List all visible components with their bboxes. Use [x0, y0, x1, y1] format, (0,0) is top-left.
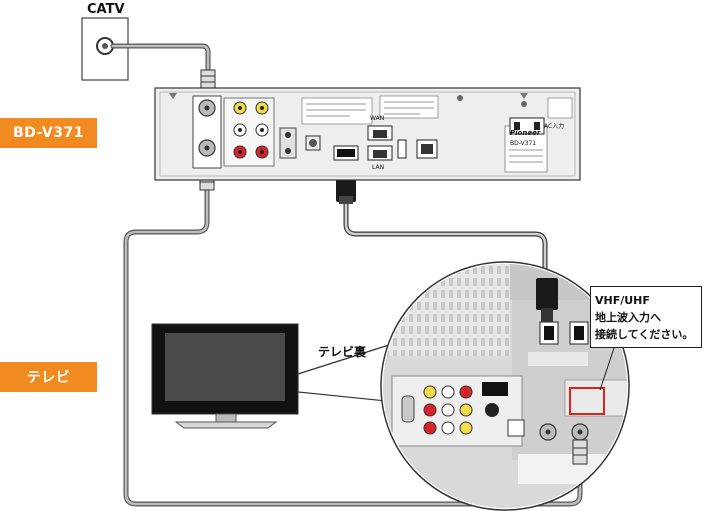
cable-connector-top	[200, 69, 216, 91]
catv-label: CATV	[87, 2, 125, 17]
callout-line-3: 接続してください。	[595, 328, 694, 341]
tv-back-label: テレビ裏	[318, 345, 367, 359]
model-label: BD-V371	[510, 140, 537, 147]
catv-cable	[110, 43, 211, 75]
device-tag: BD-V371	[0, 118, 97, 148]
callout-line-2: 地上波入力へ	[595, 311, 661, 324]
catv-wall-outlet	[81, 17, 129, 81]
wan-label: WAN	[370, 115, 385, 122]
ac-input-label: AC入力	[544, 123, 565, 130]
television	[151, 323, 299, 429]
bd-recorder-back-panel	[154, 87, 581, 181]
tv-tag: テレビ	[0, 362, 97, 392]
vhf-uhf-callout: VHF/UHF 地上波入力へ 接続してください。	[590, 286, 702, 348]
callout-leader	[599, 347, 615, 391]
brand-label: Pioneer	[510, 129, 541, 137]
hdmi-cable	[343, 197, 548, 281]
tv-back-closeup	[380, 261, 630, 511]
antenna-cable-to-tv	[123, 179, 583, 507]
callout-line-1: VHF/UHF	[595, 294, 650, 307]
lan-label: LAN	[372, 164, 385, 171]
